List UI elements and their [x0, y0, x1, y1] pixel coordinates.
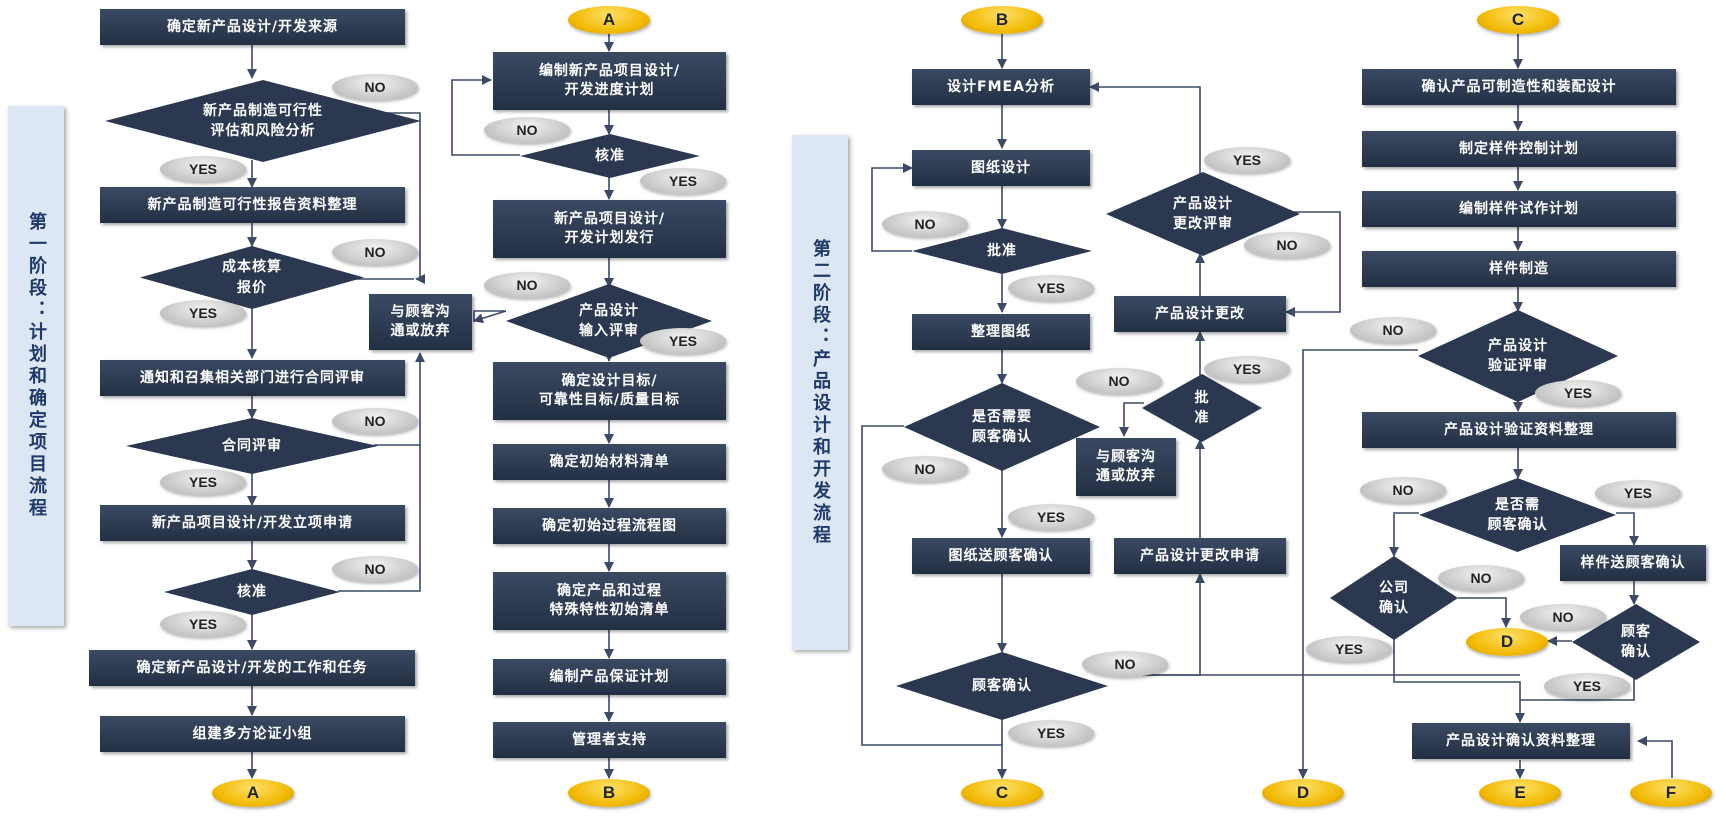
drawing-design-box: 图纸设计: [912, 150, 1090, 186]
yes-label: YES: [1204, 356, 1290, 382]
material-list-box: 确定初始材料清单: [493, 444, 726, 480]
yes-label: YES: [1204, 147, 1290, 173]
design-change-review-decision: 产品设计 更改评审: [1106, 172, 1300, 256]
no-label: NO: [332, 408, 418, 434]
contract-review-decision: 合同评审: [126, 418, 378, 474]
process-flow-box: 确定初始过程流程图: [493, 508, 726, 544]
drawing-to-customer-box: 图纸送顾客确认: [912, 538, 1090, 574]
no-label: NO: [332, 74, 418, 100]
approve-decision-1: 核准: [164, 569, 340, 615]
approve-decision-4: 批 准: [1142, 374, 1262, 442]
yes-label: YES: [640, 168, 726, 194]
design-confirm-data-box: 产品设计确认资料整理: [1412, 723, 1630, 759]
no-label: NO: [1360, 477, 1446, 503]
customer-communicate-box-2: 与顾客沟 通或放弃: [1076, 438, 1176, 496]
approve-decision-2: 核准: [520, 134, 700, 178]
connector-a-bottom: A: [212, 779, 294, 807]
customer-confirm-decision-1: 顾客确认: [896, 652, 1108, 720]
sample-control-plan-box: 制定样件控制计划: [1362, 131, 1676, 167]
schedule-plan-box: 编制新产品项目设计/ 开发进度计划: [493, 52, 726, 110]
design-targets-box: 确定设计目标/ 可靠性目标/质量目标: [493, 362, 726, 420]
yes-label: YES: [160, 156, 246, 182]
connector-c-bottom: C: [961, 779, 1043, 807]
yes-label: YES: [160, 469, 246, 495]
determine-tasks-box: 确定新产品设计/开发的工作和任务: [89, 650, 415, 686]
connector-d-bottom: D: [1262, 779, 1344, 807]
connector-f-bottom: F: [1630, 779, 1712, 807]
feasibility-report-box: 新产品制造可行性报告资料整理: [100, 187, 405, 223]
yes-label: YES: [160, 611, 246, 637]
connector-d-mid: D: [1466, 628, 1548, 656]
form-team-box: 组建多方论证小组: [100, 716, 405, 752]
no-label: NO: [1082, 651, 1168, 677]
stage-one-banner: 第一阶段：计划和确定项目流程: [8, 106, 64, 626]
connector-b-top: B: [961, 6, 1043, 34]
connector-e-bottom: E: [1479, 779, 1561, 807]
stage-one-label: 第一阶段：计划和确定项目流程: [26, 212, 47, 520]
design-change-application-box: 产品设计更改申请: [1114, 538, 1286, 574]
yes-label: YES: [1535, 380, 1621, 406]
customer-communicate-box-1: 与顾客沟 通或放弃: [369, 294, 472, 350]
sample-trial-plan-box: 编制样件试作计划: [1362, 191, 1676, 227]
no-label: NO: [1076, 368, 1162, 394]
no-label: NO: [1350, 317, 1436, 343]
design-change-box: 产品设计更改: [1114, 296, 1286, 332]
yes-label: YES: [1306, 636, 1392, 662]
no-label: NO: [1438, 565, 1524, 591]
connector-b-bottom: B: [568, 779, 650, 807]
dfmea-box: 设计FMEA分析: [912, 69, 1090, 105]
no-label: NO: [484, 272, 570, 298]
yes-label: YES: [640, 328, 726, 354]
connector-a-top: A: [568, 6, 650, 34]
no-label: NO: [1520, 604, 1606, 630]
approve-decision-3: 批准: [912, 228, 1092, 274]
customer-confirm-decision-2: 顾客 确认: [1572, 604, 1700, 680]
manufacturability-box: 确认产品可制造性和装配设计: [1362, 69, 1676, 105]
sample-manufacture-box: 样件制造: [1362, 251, 1676, 287]
no-label: NO: [484, 117, 570, 143]
yes-label: YES: [1008, 275, 1094, 301]
yes-label: YES: [1595, 480, 1681, 506]
need-customer-confirm-decision: 是否需要 顾客确认: [904, 383, 1100, 471]
yes-label: YES: [1008, 504, 1094, 530]
yes-label: YES: [160, 300, 246, 326]
connector-c-top: C: [1477, 6, 1559, 34]
stage-two-banner: 第二阶段：产品设计和开发流程: [792, 135, 848, 650]
sample-to-customer-box: 样件送顾客确认: [1560, 545, 1706, 581]
no-label: NO: [1244, 232, 1330, 258]
cost-quote-decision: 成本核算 报价: [140, 246, 364, 309]
plan-release-box: 新产品项目设计/ 开发计划发行: [493, 200, 726, 258]
no-label: NO: [332, 239, 418, 265]
determine-source-box: 确定新产品设计/开发来源: [100, 9, 405, 45]
no-label: NO: [882, 456, 968, 482]
yes-label: YES: [1008, 720, 1094, 746]
project-application-box: 新产品项目设计/开发立项申请: [100, 505, 405, 541]
no-label: NO: [882, 211, 968, 237]
yes-label: YES: [1544, 673, 1630, 699]
organize-drawings-box: 整理图纸: [912, 314, 1090, 350]
stage-two-label: 第二阶段：产品设计和开发流程: [810, 238, 831, 547]
feasibility-decision: 新产品制造可行性 评估和风险分析: [105, 80, 421, 162]
company-confirm-decision: 公司 确认: [1330, 556, 1458, 640]
management-support-box: 管理者支持: [493, 722, 726, 758]
verification-data-box: 产品设计验证资料整理: [1362, 412, 1676, 448]
contract-review-notice-box: 通知和召集相关部门进行合同评审: [100, 360, 405, 396]
special-characteristics-box: 确定产品和过程 特殊特性初始清单: [493, 572, 726, 630]
design-verification-decision: 产品设计 验证评审: [1418, 310, 1618, 402]
need-customer-decision: 是否需 顾客确认: [1419, 478, 1616, 552]
assurance-plan-box: 编制产品保证计划: [493, 659, 726, 695]
no-label: NO: [332, 556, 418, 582]
